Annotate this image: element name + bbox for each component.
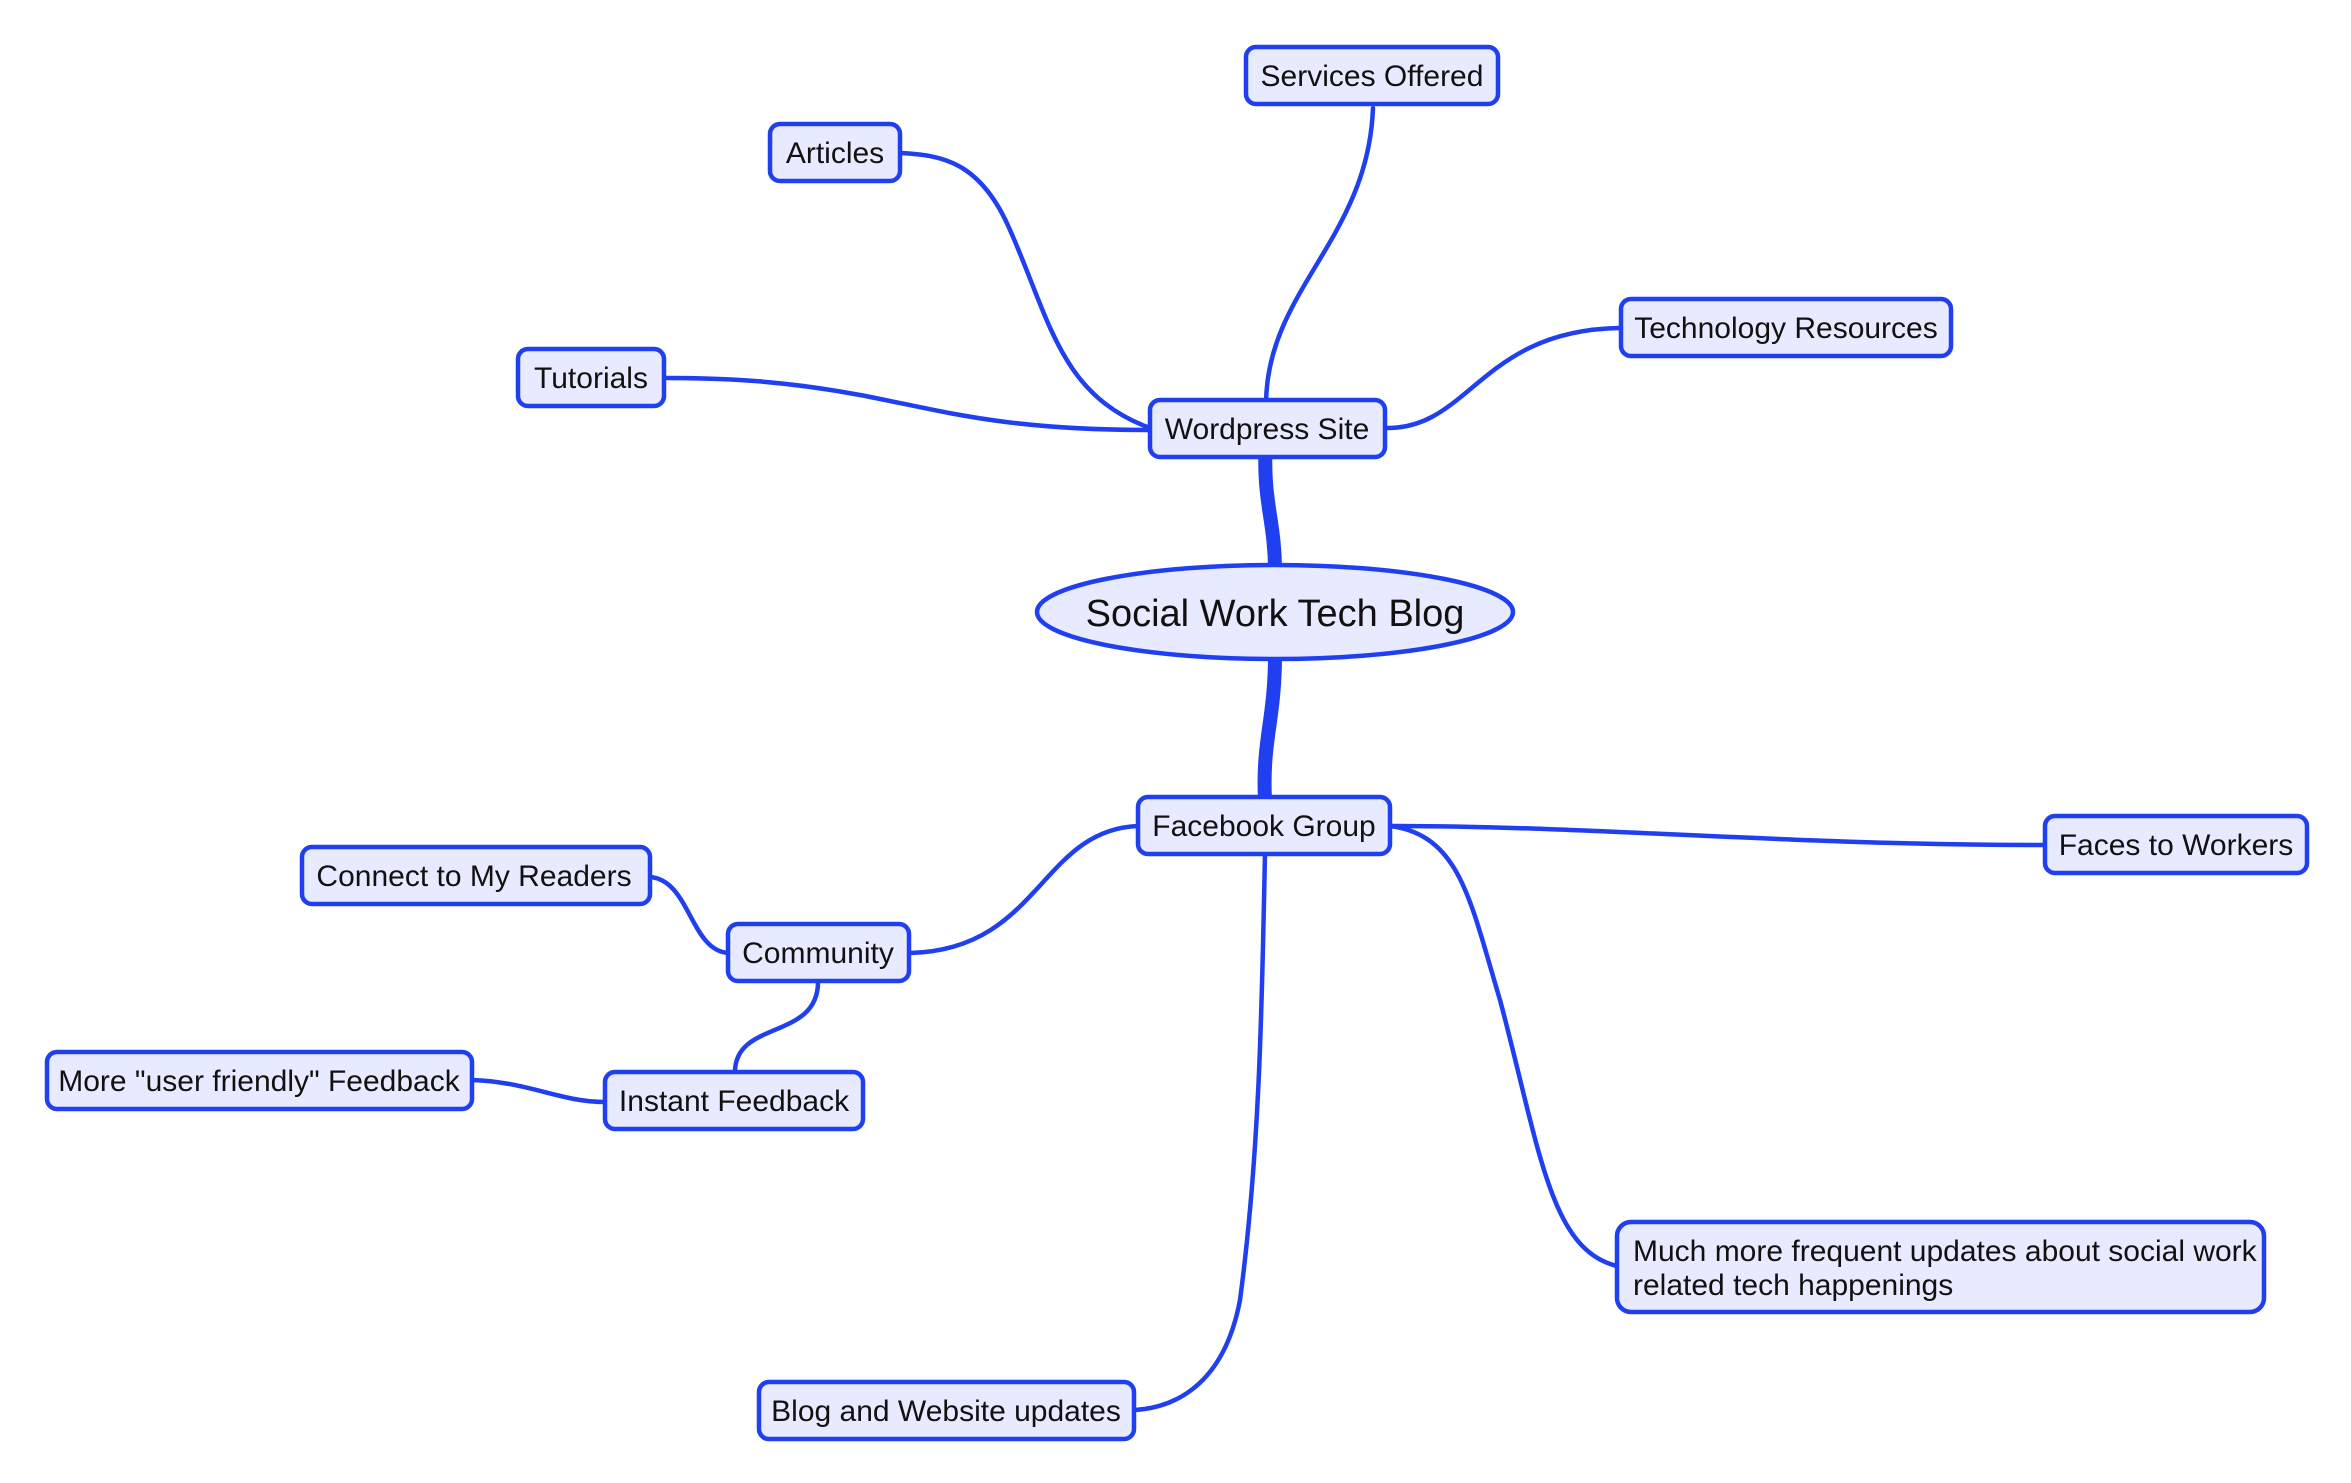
edge-facebook-community — [907, 823, 1141, 956]
edge-facebook-blogupdates — [1132, 849, 1268, 1413]
node-services-offered[interactable]: Services Offered — [1243, 44, 1501, 107]
node-blog-website-updates[interactable]: Blog and Website updates — [756, 1379, 1137, 1442]
node-label: Blog and Website updates — [771, 1395, 1121, 1428]
node-box — [1243, 44, 1501, 107]
node-articles[interactable]: Articles — [767, 121, 903, 184]
root-ellipse — [1034, 562, 1516, 662]
edge-community-instant — [732, 979, 821, 1075]
node-box — [602, 1069, 866, 1132]
edge-wordpress-techresources — [1382, 325, 1623, 431]
node-box — [725, 921, 912, 984]
node-box — [1614, 1219, 2267, 1315]
edge-wordpress-articles — [897, 150, 1153, 431]
node-box — [1618, 296, 1954, 359]
node-label: Facebook Group — [1152, 810, 1375, 843]
edge-facebook-faces — [1387, 823, 2048, 848]
node-box — [1147, 397, 1388, 460]
edge-facebook-frequent — [1387, 823, 1620, 1269]
node-label-line2: related tech happenings — [1633, 1269, 1953, 1302]
root-node[interactable]: Social Work Tech Blog — [1034, 562, 1516, 662]
node-user-friendly-feedback[interactable]: More "user friendly" Feedback — [44, 1049, 475, 1112]
node-label-line1: Much more frequent updates about social … — [1633, 1235, 2258, 1268]
node-label: Faces to Workers — [2059, 829, 2294, 862]
node-connect-readers[interactable]: Connect to My Readers — [299, 844, 653, 907]
node-faces-to-workers[interactable]: Faces to Workers — [2042, 813, 2310, 876]
node-label: Connect to My Readers — [316, 860, 631, 893]
node-box — [767, 121, 903, 184]
edge-community-connect — [647, 874, 731, 956]
edge-wordpress-tutorials — [662, 375, 1153, 433]
node-label: Services Offered — [1261, 60, 1484, 93]
edge-root-wordpress — [1258, 433, 1282, 577]
node-instant-feedback[interactable]: Instant Feedback — [602, 1069, 866, 1132]
node-label: Community — [742, 937, 894, 970]
node-label: Articles — [786, 137, 884, 170]
node-box — [299, 844, 653, 907]
node-label: Instant Feedback — [619, 1085, 850, 1118]
node-box — [2042, 813, 2310, 876]
node-tutorials[interactable]: Tutorials — [515, 346, 667, 409]
node-facebook-group[interactable]: Facebook Group — [1135, 794, 1393, 857]
edge-wordpress-services — [1263, 105, 1376, 408]
node-box — [756, 1379, 1137, 1442]
edge-instant-userfriendly — [469, 1077, 608, 1105]
node-box — [1135, 794, 1393, 857]
root-label: Social Work Tech Blog — [1086, 593, 1465, 635]
edge-root-facebook — [1257, 648, 1282, 807]
node-label: Tutorials — [534, 362, 648, 395]
node-technology-resources[interactable]: Technology Resources — [1618, 296, 1954, 359]
node-box — [44, 1049, 475, 1112]
node-wordpress-site[interactable]: Wordpress Site — [1147, 397, 1388, 460]
node-frequent-updates[interactable]: Much more frequent updates about social … — [1614, 1219, 2267, 1315]
node-box — [515, 346, 667, 409]
node-label: Technology Resources — [1634, 312, 1938, 345]
node-community[interactable]: Community — [725, 921, 912, 984]
node-label: Wordpress Site — [1165, 413, 1370, 446]
node-label: More "user friendly" Feedback — [58, 1065, 460, 1098]
